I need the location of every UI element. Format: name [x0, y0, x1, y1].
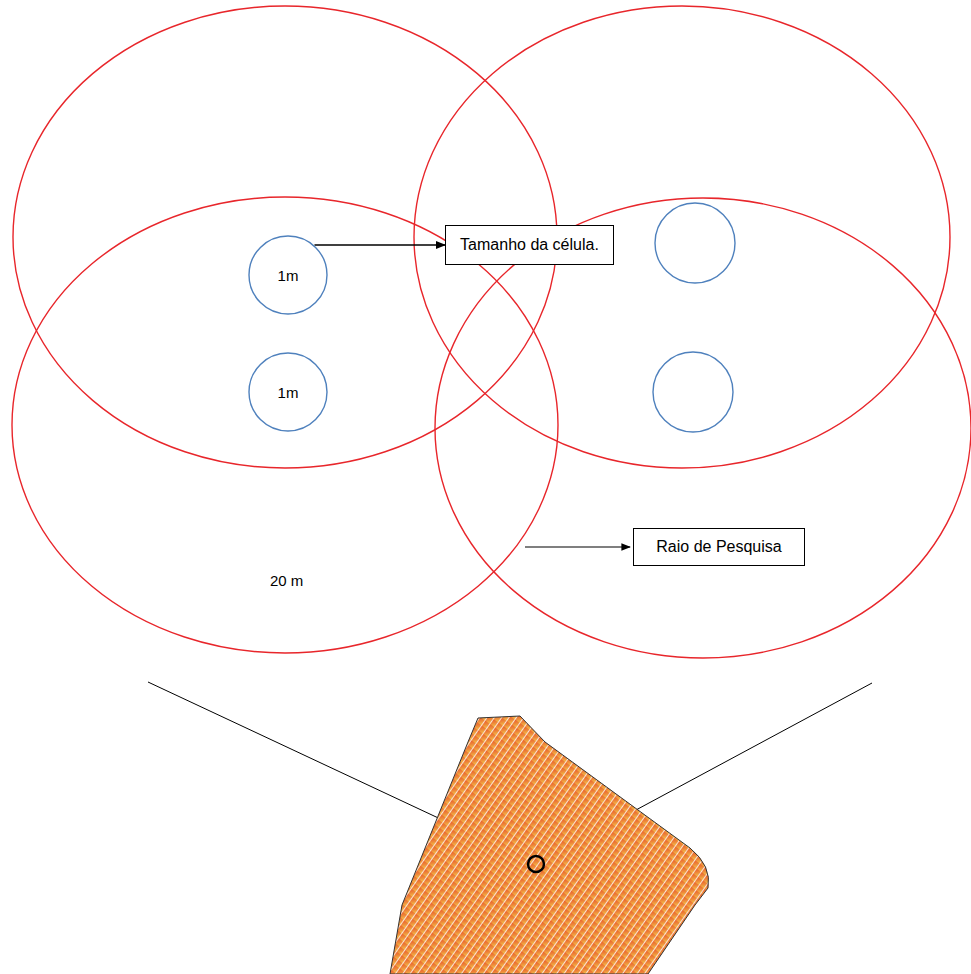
node-text: 1m: [278, 384, 299, 401]
label-box: Raio de Pesquisa: [633, 528, 805, 566]
cell-circle: 1m: [248, 352, 328, 432]
arrow-connector: [314, 244, 445, 245]
node-text: Tamanho da célula.: [460, 236, 599, 254]
field-map: [390, 716, 709, 974]
leader-line: [525, 546, 630, 547]
node-text: Raio de Pesquisa: [656, 538, 781, 556]
cell-circle: 1m: [248, 235, 328, 315]
search-radius: [12, 6, 971, 658]
sample-point: [528, 856, 544, 872]
node-text: 1m: [278, 267, 299, 284]
dimension-label: 20 m: [270, 572, 303, 589]
cell-circle: [653, 203, 735, 432]
label-box: Tamanho da célula.: [445, 225, 614, 265]
